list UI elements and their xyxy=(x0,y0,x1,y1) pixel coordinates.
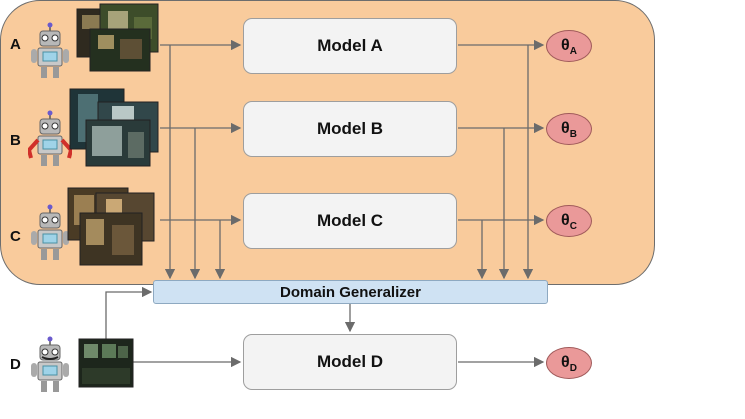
row-label-a: A xyxy=(10,36,21,53)
theta-d-symbol: θ xyxy=(561,354,570,371)
robot-icon-b xyxy=(28,110,72,166)
row-label-d: D xyxy=(10,356,21,373)
theta-b-symbol: θ xyxy=(561,120,570,137)
row-label-c: C xyxy=(10,228,21,245)
model-d-box: Model D xyxy=(243,334,457,390)
theta-b-subscript: B xyxy=(569,128,577,140)
arrow-d-to-generalizer xyxy=(105,286,153,340)
robot-icon-c xyxy=(31,204,69,260)
domain-generalizer-label: Domain Generalizer xyxy=(280,283,421,301)
domain-generalizer-box: Domain Generalizer xyxy=(153,280,548,304)
scene-photos-b xyxy=(69,88,159,167)
scene-photos-a xyxy=(76,3,159,72)
theta-d-subscript: D xyxy=(569,362,577,374)
model-c-box: Model C xyxy=(243,193,457,249)
model-a-label: Model A xyxy=(317,36,383,55)
theta-c-subscript: C xyxy=(569,220,577,232)
theta-a-subscript: A xyxy=(569,45,577,57)
row-label-b: B xyxy=(10,132,21,149)
theta-c-symbol: θ xyxy=(561,212,570,229)
theta-a-symbol: θ xyxy=(561,37,570,54)
model-a-box: Model A xyxy=(243,18,457,74)
model-c-label: Model C xyxy=(316,211,384,230)
scene-photo-d xyxy=(78,338,134,388)
model-d-label: Model D xyxy=(316,352,384,371)
model-b-label: Model B xyxy=(316,119,384,138)
scene-photos-c xyxy=(67,187,155,266)
model-b-box: Model B xyxy=(243,101,457,157)
robot-icon-d xyxy=(31,336,69,392)
robot-icon-a xyxy=(31,22,69,78)
